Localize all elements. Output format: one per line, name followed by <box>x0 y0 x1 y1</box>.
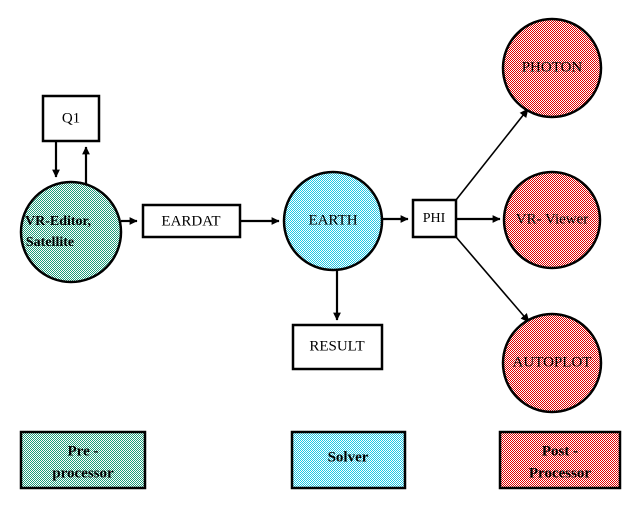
legend-preprocessor-label-line1: Pre - <box>68 443 99 459</box>
legend-item-postprocessor: Post - Processor <box>498 430 622 490</box>
node-result[interactable]: RESULT <box>291 323 384 371</box>
edge-phi-to-photon <box>455 108 529 201</box>
legend-item-preprocessor: Pre - processor <box>19 430 147 490</box>
node-vrviewer-label: VR- Viewer <box>516 211 589 227</box>
node-vrviewer[interactable]: VR- Viewer <box>502 170 602 270</box>
node-q1[interactable]: Q1 <box>41 94 101 143</box>
node-eardat-label: EARDAT <box>161 213 220 229</box>
edges-group <box>52 108 530 323</box>
legend-solver-label-line1: Solver <box>328 449 369 465</box>
node-autoplot[interactable]: AUTOPLOT <box>501 312 603 414</box>
node-vreditor[interactable]: VR-Editor, Satellite <box>19 180 123 284</box>
legend-preprocessor-label-line2: processor <box>52 465 114 481</box>
node-vreditor-label-line1: VR-Editor, <box>25 214 91 229</box>
node-eardat[interactable]: EARDAT <box>141 203 242 239</box>
node-vreditor-label-line2: Satellite <box>26 235 74 250</box>
node-phi-label: PHI <box>423 211 446 226</box>
edge-phi-to-autoplot <box>455 236 530 323</box>
node-photon-label: PHOTON <box>522 59 583 75</box>
node-phi[interactable]: PHI <box>411 198 458 239</box>
node-q1-label: Q1 <box>62 110 80 126</box>
legend: Pre - processor Solver Post - Processor <box>19 430 622 490</box>
node-earth-label: EARTH <box>308 212 357 228</box>
legend-item-solver: Solver <box>290 430 407 490</box>
node-earth[interactable]: EARTH <box>282 170 384 272</box>
legend-postprocessor-label-line1: Post - <box>542 443 578 459</box>
node-autoplot-label: AUTOPLOT <box>513 354 592 370</box>
node-result-label: RESULT <box>309 338 364 354</box>
legend-postprocessor-label-line2: Processor <box>529 465 592 481</box>
node-photon[interactable]: PHOTON <box>501 17 603 119</box>
